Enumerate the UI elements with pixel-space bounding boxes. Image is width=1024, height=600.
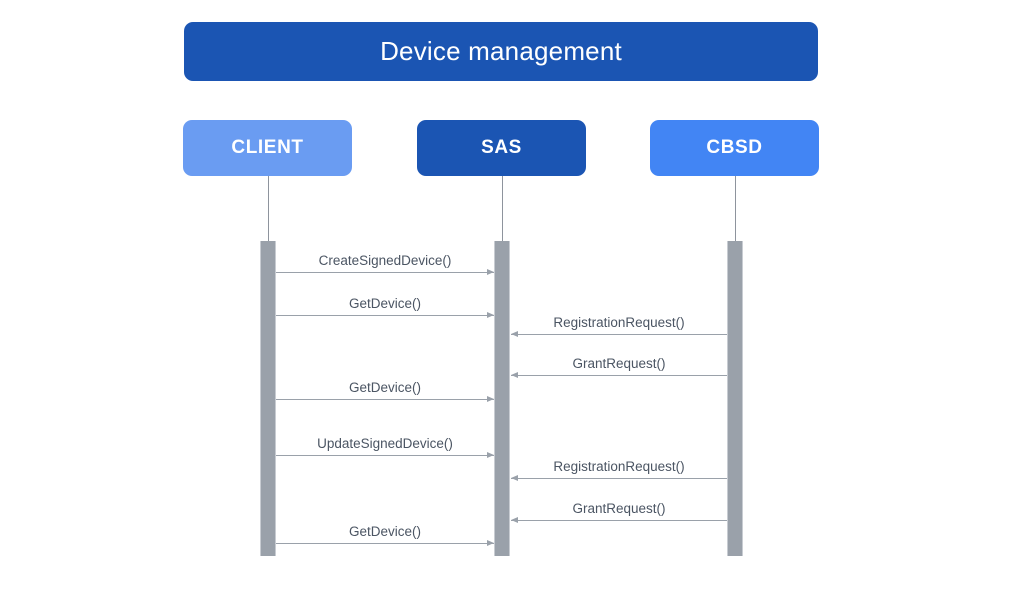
message-8-line xyxy=(511,520,727,521)
message-4-label: GrantRequest() xyxy=(572,356,666,371)
message-2-line xyxy=(276,315,494,316)
lifeline-sas xyxy=(502,176,503,242)
arrow-left-icon xyxy=(511,371,518,378)
participant-client[interactable]: CLIENT xyxy=(183,120,352,176)
participant-cbsd[interactable]: CBSD xyxy=(650,120,819,176)
message-7[interactable]: RegistrationRequest() xyxy=(511,459,727,481)
arrow-left-icon xyxy=(511,330,518,337)
diagram-title-banner: Device management xyxy=(184,22,818,81)
arrow-right-icon xyxy=(487,539,494,546)
message-5[interactable]: GetDevice() xyxy=(276,380,494,402)
message-8[interactable]: GrantRequest() xyxy=(511,501,727,523)
message-9-label: GetDevice() xyxy=(348,524,421,539)
message-3-label: RegistrationRequest() xyxy=(553,315,685,330)
arrow-left-icon xyxy=(511,516,518,523)
message-3-line xyxy=(511,334,727,335)
message-5-label: GetDevice() xyxy=(348,380,421,395)
message-1-line xyxy=(276,272,494,273)
message-2[interactable]: GetDevice() xyxy=(276,296,494,318)
message-7-line xyxy=(511,478,727,479)
arrow-right-icon xyxy=(487,311,494,318)
message-4-line xyxy=(511,375,727,376)
message-3[interactable]: RegistrationRequest() xyxy=(511,315,727,337)
message-7-label: RegistrationRequest() xyxy=(553,459,685,474)
message-6[interactable]: UpdateSignedDevice() xyxy=(276,436,494,458)
diagram-title-text: Device management xyxy=(380,36,622,66)
message-2-label: GetDevice() xyxy=(348,296,421,311)
message-5-line xyxy=(276,399,494,400)
message-6-line xyxy=(276,455,494,456)
message-4[interactable]: GrantRequest() xyxy=(511,356,727,378)
lifeline-cbsd xyxy=(735,176,736,242)
participant-client-label: CLIENT xyxy=(231,137,304,158)
message-1-label: CreateSignedDevice() xyxy=(318,253,452,268)
lifeline-client xyxy=(268,176,269,242)
message-9[interactable]: GetDevice() xyxy=(276,524,494,546)
arrow-right-icon xyxy=(487,395,494,402)
arrow-left-icon xyxy=(511,474,518,481)
message-8-label: GrantRequest() xyxy=(572,501,666,516)
arrow-right-icon xyxy=(487,268,494,275)
participant-cbsd-label: CBSD xyxy=(706,137,763,158)
arrow-right-icon xyxy=(487,451,494,458)
message-9-line xyxy=(276,543,494,544)
message-6-label: UpdateSignedDevice() xyxy=(317,436,453,451)
activation-bar-client xyxy=(260,241,276,556)
activation-bar-sas xyxy=(494,241,510,556)
message-1[interactable]: CreateSignedDevice() xyxy=(276,253,494,275)
activation-bar-cbsd xyxy=(727,241,743,556)
participant-sas-label: SAS xyxy=(481,137,522,158)
participant-sas[interactable]: SAS xyxy=(417,120,586,176)
